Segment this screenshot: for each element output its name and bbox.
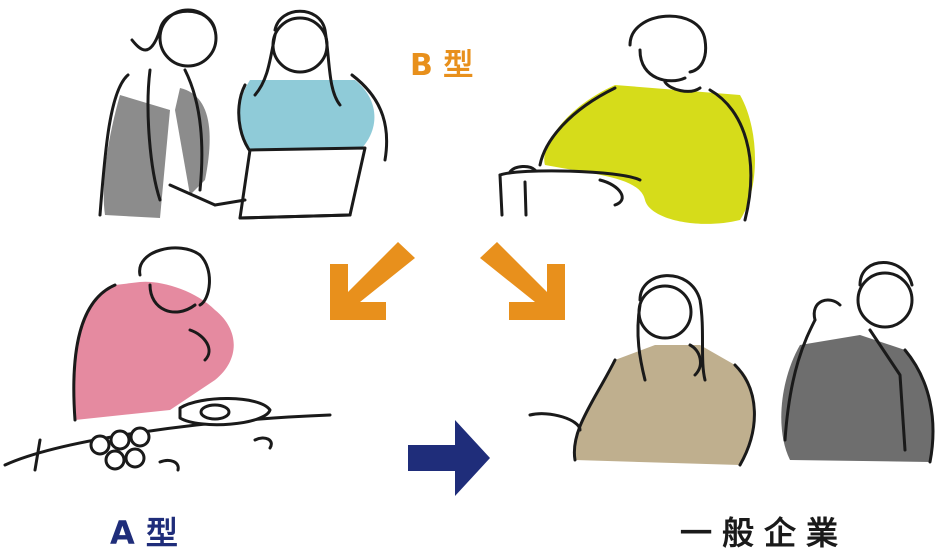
label-a-type: A 型 [110,514,178,552]
label-general-company: 一般企業 [680,514,849,552]
arrow-down-left-icon [330,242,415,320]
arrow-down-right-icon [480,242,565,320]
label-b-type: B 型 [410,48,474,83]
illustration-company-workers [528,261,935,467]
illustration-pink-worker [3,246,332,472]
illustration-lime-worker [498,14,755,224]
arrow-right-icon [408,420,490,496]
illustration-office-women [98,8,389,220]
